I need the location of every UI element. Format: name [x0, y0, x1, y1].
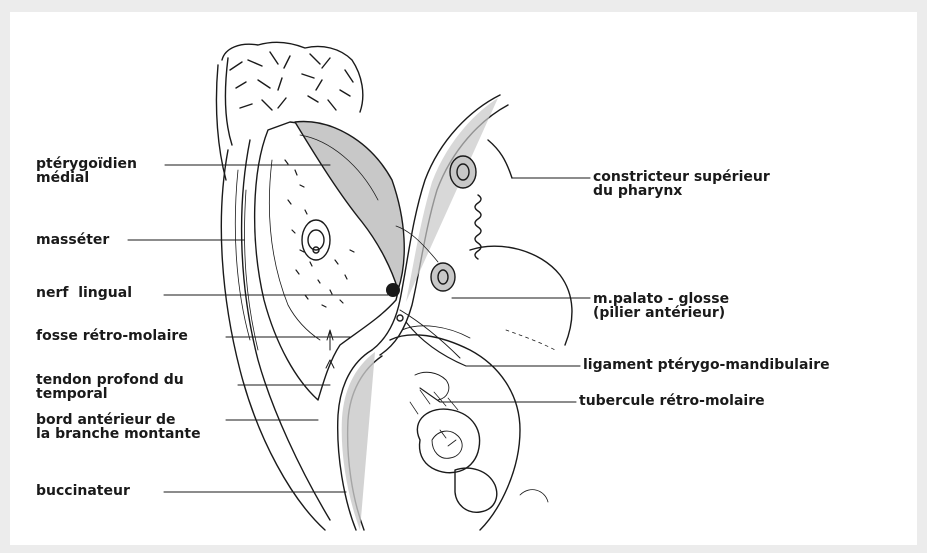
label-tubercule-retro-molaire: tubercule rétro-molaire: [579, 394, 765, 408]
label-tendon-profond: tendon profond du temporal: [36, 373, 184, 401]
ligament-origin-point: [397, 315, 403, 321]
molar-tooth: [417, 409, 548, 512]
retromolar-region: [390, 326, 520, 530]
label-nerf-lingual: nerf lingual: [36, 286, 132, 300]
temporal-tendon-arrow: [327, 330, 333, 350]
label-fosse-retro-molaire: fosse rétro-molaire: [36, 329, 188, 343]
label-bord-anterieur: bord antérieur de la branche montante: [36, 413, 201, 441]
label-ligament-pterygo-mandibulaire: ligament ptérygo-mandibulaire: [583, 358, 830, 372]
label-constricteur-superieur: constricteur supérieur du pharynx: [593, 170, 770, 198]
label-masseter: masséter: [36, 233, 109, 247]
label-buccinateur: buccinateur: [36, 484, 130, 498]
label-palato-glosse: m.palato - glosse (pilier antérieur): [593, 292, 729, 320]
buccinator-muscle: [338, 350, 382, 530]
label-pterygoidien-medial: ptérygoïdien médial: [36, 157, 137, 185]
pterygomandibular-ligament: [400, 310, 460, 358]
